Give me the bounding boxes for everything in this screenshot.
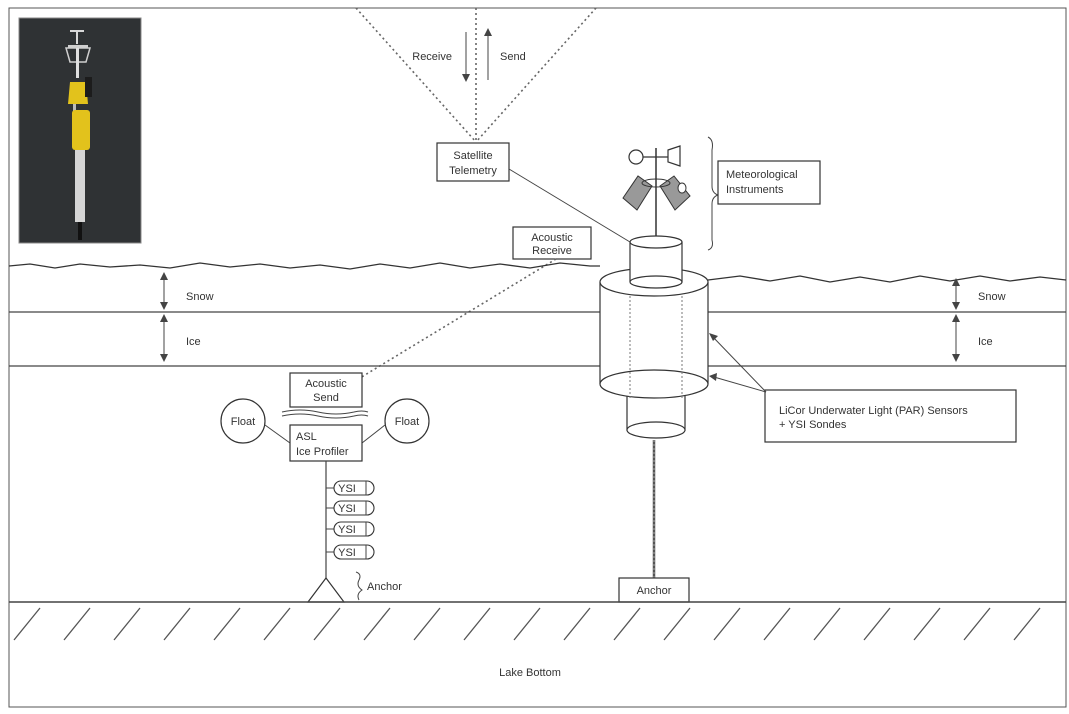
licor-label-2: + YSI Sondes — [779, 419, 847, 431]
ice-label-right: Ice — [978, 336, 993, 348]
hatch-line — [814, 608, 840, 640]
buoy-body — [600, 236, 708, 438]
satellite-telemetry-box: Satellite Telemetry — [437, 143, 509, 181]
hatch-line — [864, 608, 890, 640]
hatch-line — [314, 608, 340, 640]
acoustic-send-box: Acoustic Send — [290, 373, 362, 407]
hatch-line — [764, 608, 790, 640]
acoustic-receive-box: Acoustic Receive — [513, 227, 591, 259]
snow-thickness-arrow-right — [952, 278, 960, 310]
snow-thickness-arrow-left — [160, 272, 168, 310]
acoustic-receive-label-2: Receive — [532, 245, 572, 257]
asl-ice-profiler-box: ASL Ice Profiler — [290, 425, 362, 461]
snow-label-left: Snow — [186, 291, 214, 303]
float-right: Float — [385, 399, 429, 443]
hatch-line — [664, 608, 690, 640]
anchor-left-icon — [308, 578, 344, 602]
anchor-left-label: Anchor — [367, 581, 402, 593]
hatch-line — [214, 608, 240, 640]
licor-label-1: LiCor Underwater Light (PAR) Sensors — [779, 405, 968, 417]
ice-label-left: Ice — [186, 336, 201, 348]
satellite-label-1: Satellite — [453, 150, 492, 162]
licor-arrow-upper-icon — [709, 333, 766, 392]
hatch-line — [514, 608, 540, 640]
hatch-line — [164, 608, 190, 640]
float-left-label: Float — [231, 416, 255, 428]
hatch-line — [1014, 608, 1040, 640]
ysi-label: YSI — [338, 503, 356, 515]
hatch-line — [914, 608, 940, 640]
ysi-sonde: YSI — [326, 501, 374, 515]
ysi-sonde: YSI — [326, 522, 374, 536]
receive-arrow-icon — [462, 32, 470, 82]
met-label-2: Instruments — [726, 184, 784, 196]
ysi-sonde: YSI — [326, 481, 374, 495]
ysi-label: YSI — [338, 524, 356, 536]
satellite-label-2: Telemetry — [449, 165, 497, 177]
send-label: Send — [500, 51, 526, 63]
anchor-right-box: Anchor — [619, 578, 689, 602]
hatch-line — [264, 608, 290, 640]
asl-label-1: ASL — [296, 431, 317, 443]
float-left: Float — [221, 399, 265, 443]
snow-surface-right — [708, 276, 1066, 282]
ice-thickness-arrow-right — [952, 314, 960, 362]
met-instruments-icon — [623, 146, 690, 242]
hatch-line — [614, 608, 640, 640]
hatch-line — [564, 608, 590, 640]
hatch-line — [14, 608, 40, 640]
snow-surface-left — [9, 263, 600, 269]
hatch-line — [714, 608, 740, 640]
anchor-right-label: Anchor — [637, 585, 672, 597]
snow-label-right: Snow — [978, 291, 1006, 303]
acoustic-send-label-2: Send — [313, 392, 339, 404]
hatch-line — [364, 608, 390, 640]
hatch-line — [114, 608, 140, 640]
met-brace — [708, 137, 718, 250]
meteorological-box: Meteorological Instruments — [718, 161, 820, 204]
acoustic-send-label-1: Acoustic — [305, 378, 347, 390]
met-label-1: Meteorological — [726, 169, 798, 181]
ysi-label: YSI — [338, 483, 356, 495]
send-arrow-icon — [484, 28, 492, 80]
ysi-label: YSI — [338, 547, 356, 559]
ice-thickness-arrow-left — [160, 314, 168, 362]
buoy-photo — [19, 18, 141, 243]
hatch-line — [964, 608, 990, 640]
hatch-line — [414, 608, 440, 640]
lake-bottom-hatching — [14, 608, 1040, 640]
hatch-line — [464, 608, 490, 640]
asl-label-2: Ice Profiler — [296, 446, 349, 458]
licor-box: LiCor Underwater Light (PAR) Sensors + Y… — [765, 390, 1016, 442]
acoustic-receive-label-1: Acoustic — [531, 232, 573, 244]
hatch-line — [64, 608, 90, 640]
receive-label: Receive — [412, 51, 452, 63]
anchor-brace — [356, 572, 362, 600]
float-right-label: Float — [395, 416, 419, 428]
lake-bottom-label: Lake Bottom — [499, 667, 561, 679]
ysi-sonde: YSI — [326, 545, 374, 559]
